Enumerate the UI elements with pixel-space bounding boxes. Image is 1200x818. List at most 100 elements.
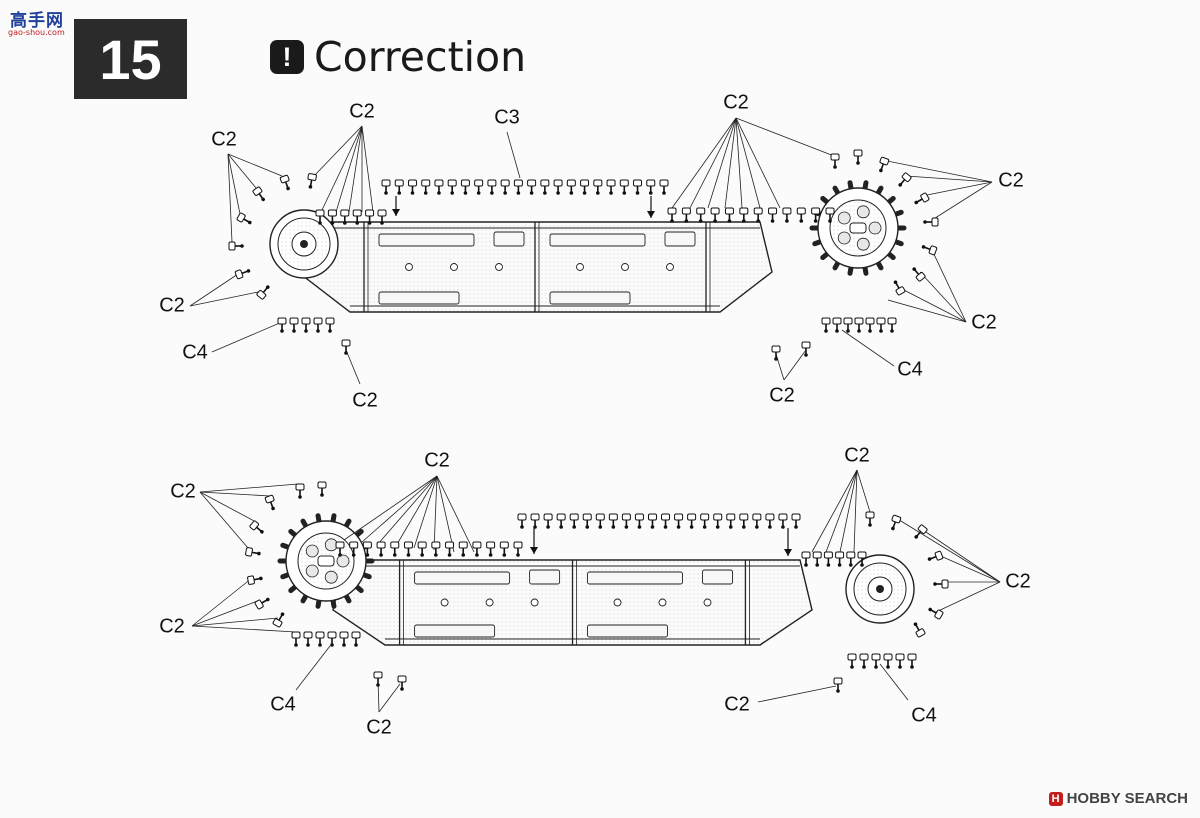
track-link (891, 514, 902, 531)
logo-url: gao-shou.com (8, 28, 65, 37)
leader-line (436, 475, 475, 553)
leader-line (433, 475, 438, 551)
part-label: C2 (170, 480, 196, 503)
track-link (340, 209, 350, 225)
track-link (876, 317, 886, 333)
part-label: C2 (366, 716, 392, 739)
track-link (249, 520, 264, 534)
leader-line (899, 287, 967, 323)
track-link (782, 207, 792, 223)
track-link (325, 317, 335, 333)
track-link (923, 217, 939, 227)
track-link (913, 622, 926, 638)
frame-hole (405, 263, 413, 271)
track-link (540, 179, 550, 195)
track-link (647, 513, 657, 529)
track-link (833, 677, 843, 693)
track-link (713, 513, 723, 529)
track-link (301, 317, 311, 333)
track-link (928, 607, 944, 620)
track-link (895, 653, 905, 669)
part-label: C2 (844, 444, 870, 467)
track-link (566, 179, 576, 195)
track-link (234, 269, 251, 280)
track-link (349, 541, 359, 557)
leader-line (295, 645, 331, 691)
track-link (832, 317, 842, 333)
track-link (236, 212, 252, 225)
track-link (659, 179, 669, 195)
track-link (893, 280, 906, 296)
track-assembly-lower (277, 513, 915, 646)
leader-line (881, 159, 993, 183)
leader-line (879, 663, 909, 701)
track-link (553, 179, 563, 195)
track-link (593, 179, 603, 195)
sprocket-hole (305, 564, 319, 578)
frame-hole (495, 263, 503, 271)
track-link (912, 267, 926, 282)
leader-line (189, 273, 239, 307)
track-link (898, 172, 912, 187)
track-link (295, 483, 305, 499)
leader-line (313, 125, 363, 177)
track-link (812, 551, 822, 567)
track-link (417, 541, 427, 557)
track-link (327, 209, 337, 225)
track-link (914, 192, 930, 205)
track-link (771, 345, 781, 361)
track-link (513, 179, 523, 195)
track-link (445, 541, 455, 557)
track-link (431, 541, 441, 557)
track-link (821, 317, 831, 333)
leader-line (321, 125, 363, 211)
sprocket-hole (324, 538, 338, 552)
leader-line (841, 329, 895, 367)
leader-line (853, 469, 858, 553)
track-link (291, 631, 301, 647)
track-link (556, 513, 566, 529)
track-link (582, 513, 592, 529)
leader-line (735, 117, 781, 209)
track-link (486, 541, 496, 557)
part-label: C2 (349, 100, 375, 123)
track-link (315, 209, 325, 225)
track-link (352, 209, 362, 225)
leader-line (839, 469, 858, 553)
hobby-search-icon: H (1048, 791, 1063, 806)
part-label: C4 (182, 341, 208, 364)
frame-hole (621, 263, 629, 271)
sprocket-hole (868, 221, 882, 235)
track-link (376, 541, 386, 557)
track-link (765, 513, 775, 529)
track-link (595, 513, 605, 529)
track-link (796, 207, 806, 223)
track-link (513, 541, 523, 557)
track-link (696, 207, 706, 223)
track-link (865, 317, 875, 333)
arrow-head (392, 209, 400, 216)
leader-line (735, 117, 761, 209)
track-link (527, 179, 537, 195)
track-link (460, 179, 470, 195)
track-link (914, 524, 928, 539)
sprocket-center (849, 222, 867, 234)
part-label: C2 (769, 384, 795, 407)
leader-line (783, 349, 807, 381)
frame-panel (414, 571, 511, 585)
frame-panel (702, 569, 733, 585)
frame-hole (666, 263, 674, 271)
sprocket-hole (305, 544, 319, 558)
frame-hole (613, 598, 622, 607)
frame-panel (587, 571, 683, 585)
track-link (811, 207, 821, 223)
track-link (487, 179, 497, 195)
track-link (907, 653, 917, 669)
leader-line (671, 117, 737, 209)
track-link (887, 317, 897, 333)
leader-line (724, 117, 737, 209)
track-link (879, 156, 890, 173)
track-link (394, 179, 404, 195)
track-link (289, 317, 299, 333)
